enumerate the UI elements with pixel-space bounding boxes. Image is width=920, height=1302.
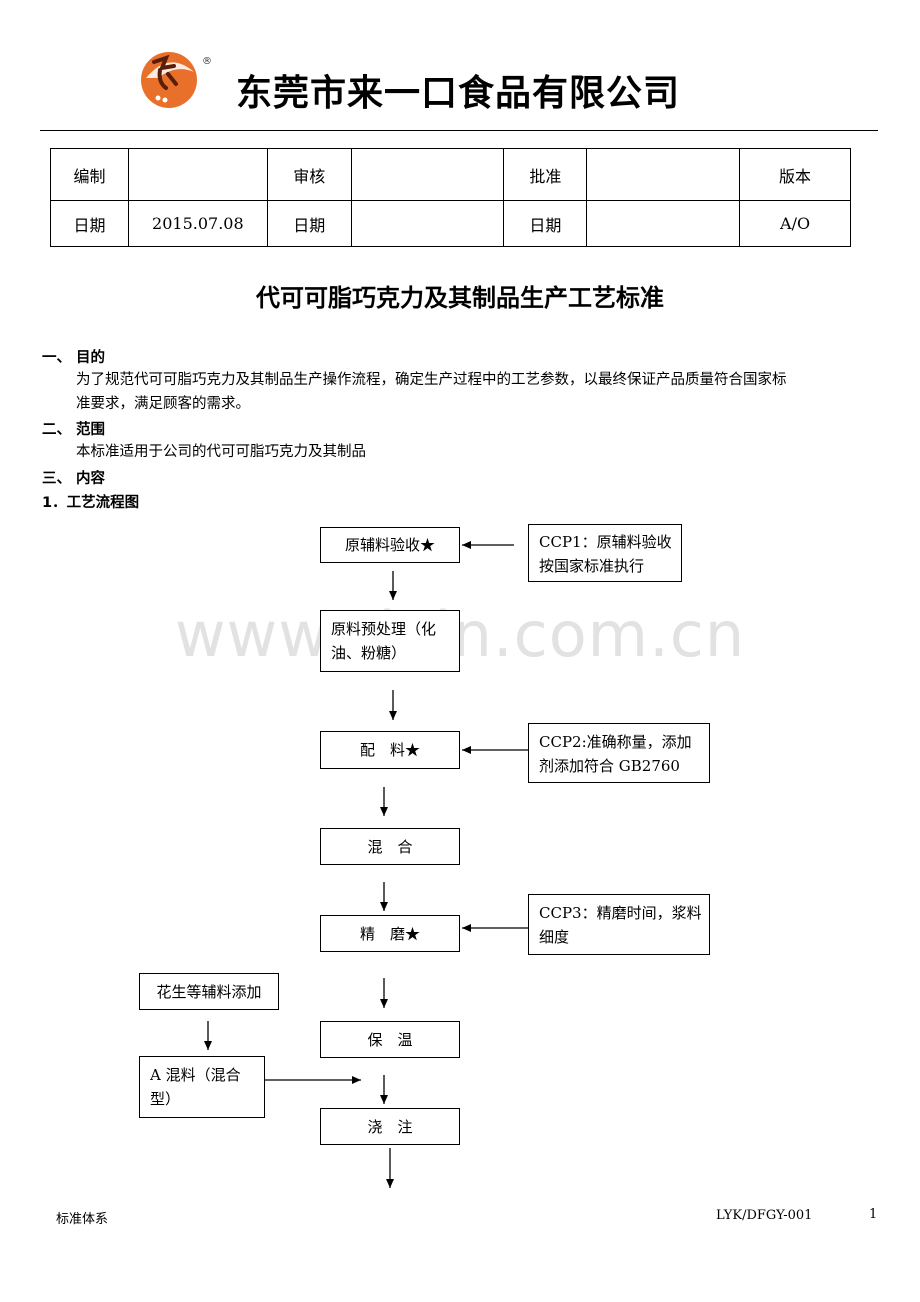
- ccp3-note: CCP3：精磨时间，浆料 细度: [528, 894, 710, 955]
- section-content-title: 三、 内容: [42, 471, 106, 487]
- label-date-3: 日期: [503, 200, 588, 247]
- value-date-1: 2015.07.08: [127, 200, 268, 247]
- flow-step-pouring: 浇 注: [320, 1108, 460, 1145]
- footer-page-number: 1: [869, 1207, 878, 1222]
- label-date-1: 日期: [50, 200, 129, 247]
- flow-step-receiving: 原辅料验收★: [320, 527, 460, 563]
- flow-step-pretreatment: 原料预处理（化 油、粉糖）: [320, 610, 460, 672]
- company-name: 东莞市来一口食品有限公司: [236, 73, 681, 114]
- flow-step-holding: 保 温: [320, 1021, 460, 1058]
- section-purpose-line2: 准要求，满足顾客的需求。: [76, 396, 250, 412]
- value-reviewed: [350, 148, 505, 201]
- value-date-3: [586, 200, 741, 247]
- company-logo-icon: ®: [141, 52, 212, 108]
- ccp3-line1: CCP3：精磨时间，浆料: [539, 904, 702, 922]
- ccp1-line2: 按国家标准执行: [539, 557, 645, 575]
- step2-line1: 原料预处理（化: [331, 620, 437, 638]
- section-scope-title: 二、 范围: [42, 422, 106, 438]
- flow-step-refining: 精 磨★: [320, 915, 460, 952]
- document-title: 代可可脂巧克力及其制品生产工艺标准: [256, 284, 664, 312]
- ccp1-note: CCP1：原辅料验收 按国家标准执行: [528, 524, 682, 582]
- step2-line2: 油、粉糖）: [331, 644, 407, 662]
- flow-a-mix: A 混料（混合 型）: [139, 1056, 265, 1118]
- label-date-2: 日期: [266, 200, 352, 247]
- section-purpose-title: 一、 目的: [42, 350, 106, 366]
- mix-line1: A 混料（混合: [150, 1066, 241, 1084]
- approval-table: 编制 审核 批准 版本 日期 2015.07.08 日期 日期 A/O: [50, 148, 851, 247]
- ccp1-line1: CCP1：原辅料验收: [539, 533, 672, 551]
- ccp2-note: CCP2:准确称量，添加 剂添加符合 GB2760: [528, 723, 710, 783]
- footer-doc-code: LYK/DFGY-001: [716, 1208, 813, 1223]
- label-reviewed: 审核: [266, 148, 352, 201]
- label-approved: 批准: [503, 148, 588, 201]
- value-compiled: [127, 148, 268, 201]
- ccp3-line2: 细度: [539, 928, 570, 946]
- value-version: A/O: [739, 200, 851, 247]
- flowchart-heading: 1．工艺流程图: [42, 495, 140, 511]
- section-scope-text: 本标准适用于公司的代可可脂巧克力及其制品: [76, 444, 366, 460]
- ccp2-line1: CCP2:准确称量，添加: [539, 733, 692, 751]
- flow-aux-addition: 花生等辅料添加: [139, 973, 279, 1010]
- registered-mark: ®: [202, 56, 212, 67]
- flow-step-mixing: 混 合: [320, 828, 460, 865]
- header-divider: [40, 130, 878, 131]
- label-version: 版本: [739, 148, 851, 201]
- section-purpose-line1: 为了规范代可可脂巧克力及其制品生产操作流程，确定生产过程中的工艺参数，以最终保证…: [76, 372, 787, 388]
- mix-line2: 型）: [150, 1090, 181, 1108]
- footer-left: 标准体系: [56, 1212, 109, 1227]
- flow-step-batching: 配 料★: [320, 731, 460, 769]
- ccp2-line2: 剂添加符合 GB2760: [539, 757, 680, 775]
